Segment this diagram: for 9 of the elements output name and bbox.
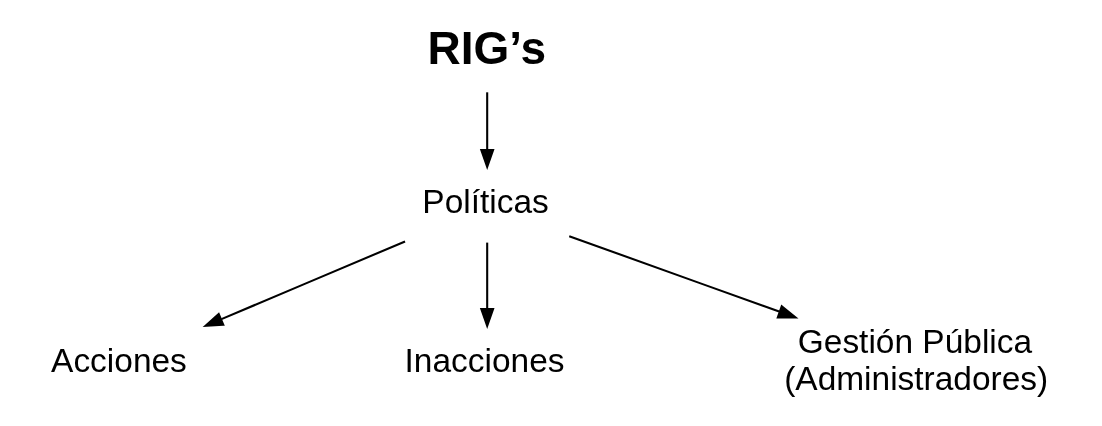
node-text: Acciones <box>50 341 187 379</box>
arrow <box>568 235 798 319</box>
node-text: RIG’s <box>427 21 546 74</box>
arrow <box>479 242 494 329</box>
node-text: Gestión Pública (Administradores) <box>783 322 1048 398</box>
arrow <box>202 240 405 328</box>
node-text: Inacciones <box>404 341 565 379</box>
arrow <box>479 92 494 170</box>
node-text: Políticas <box>421 182 549 220</box>
